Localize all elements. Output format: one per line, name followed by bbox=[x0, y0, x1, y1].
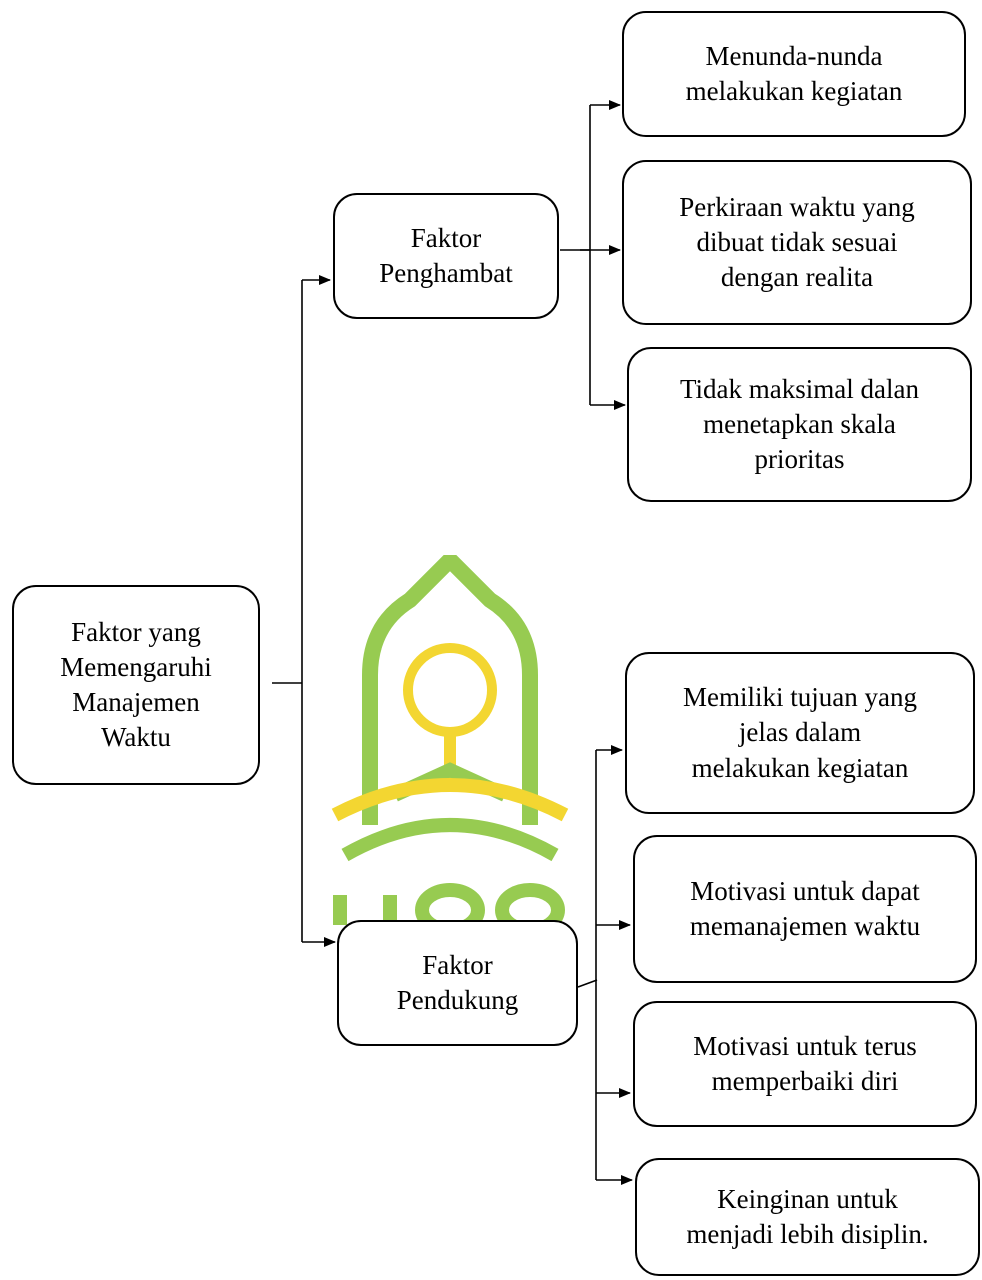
child-node-7: Keinginan untuk menjadi lebih disiplin. bbox=[635, 1158, 980, 1276]
child-3-line-3: prioritas bbox=[754, 444, 845, 475]
child-1-line-2: melakukan kegiatan bbox=[685, 76, 903, 106]
root-line-2: Memengaruhi bbox=[60, 651, 212, 682]
child-4-line-2: jelas dalam bbox=[738, 717, 862, 748]
penghambat-node: Faktor Penghambat bbox=[333, 193, 559, 319]
child-5-line-2: memanajemen waktu bbox=[689, 911, 921, 941]
penghambat-line-2: Penghambat bbox=[379, 258, 513, 288]
child-6-line-1: Motivasi untuk terus bbox=[693, 1030, 917, 1061]
pendukung-line-1: Faktor bbox=[422, 949, 493, 980]
child-2-line-1: Perkiraan waktu yang bbox=[679, 191, 915, 222]
pendukung-line-2: Pendukung bbox=[396, 985, 519, 1015]
child-4-line-3: melakukan kegiatan bbox=[691, 752, 909, 783]
child-node-5: Motivasi untuk dapat memanajemen waktu bbox=[633, 835, 977, 983]
child-node-6: Motivasi untuk terus memperbaiki diri bbox=[633, 1001, 977, 1127]
root-line-4: Waktu bbox=[101, 722, 171, 753]
child-1-line-1: Menunda-nunda bbox=[705, 40, 883, 71]
pendukung-connector bbox=[577, 979, 598, 988]
child-2-line-3: dengan realita bbox=[720, 262, 874, 293]
child-node-3: Tidak maksimal dalan menetapkan skala pr… bbox=[627, 347, 972, 502]
penghambat-line-1: Faktor bbox=[410, 222, 482, 253]
child-node-2: Perkiraan waktu yang dibuat tidak sesuai… bbox=[622, 160, 972, 325]
child-2-line-2: dibuat tidak sesuai bbox=[696, 226, 898, 257]
root-line-3: Manajemen bbox=[72, 687, 200, 717]
root-node: Faktor yang Memengaruhi Manajemen Waktu bbox=[12, 585, 260, 785]
child-node-4: Memiliki tujuan yang jelas dalam melakuk… bbox=[625, 652, 975, 814]
child-node-1: Menunda-nunda melakukan kegiatan bbox=[622, 11, 966, 137]
child-3-line-2: menetapkan skala bbox=[703, 408, 896, 439]
child-6-line-2: memperbaiki diri bbox=[711, 1066, 899, 1096]
root-line-1: Faktor yang bbox=[71, 616, 201, 647]
child-7-line-2: menjadi lebih disiplin. bbox=[686, 1219, 929, 1249]
child-3-line-1: Tidak maksimal dalan bbox=[680, 373, 919, 404]
child-4-line-1: Memiliki tujuan yang bbox=[683, 682, 917, 713]
child-5-line-1: Motivasi untuk dapat bbox=[690, 875, 920, 906]
child-7-line-1: Keinginan untuk bbox=[717, 1183, 898, 1214]
pendukung-node: Faktor Pendukung bbox=[337, 920, 578, 1046]
university-logo-watermark bbox=[300, 548, 600, 937]
